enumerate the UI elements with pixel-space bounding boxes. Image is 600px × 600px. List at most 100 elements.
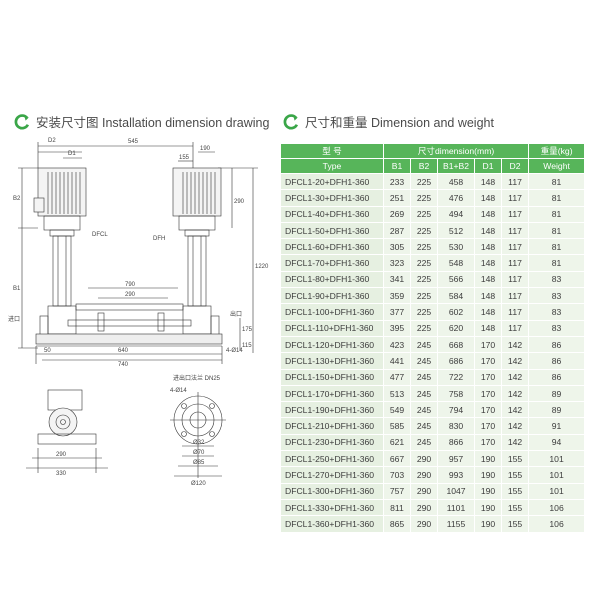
value-cell: 290 [410, 482, 438, 500]
value-cell: 548 [437, 254, 475, 272]
value-cell: 794 [437, 401, 475, 419]
value-cell: 245 [410, 401, 438, 419]
header-dimension: 尺寸dimension(mm) [382, 143, 530, 159]
type-cell: DFCL1-170+DFH1-360 [280, 384, 384, 403]
value-cell: 233 [383, 172, 411, 191]
dim-label: 50 [44, 348, 51, 354]
dimension-weight-table: 型 号 尺寸dimension(mm) 重量(kg) Type B1 B2 B1… [280, 143, 586, 533]
value-cell: 494 [437, 205, 475, 223]
value-cell: 225 [410, 319, 438, 337]
value-cell: 530 [437, 238, 475, 256]
dim-label: 115 [242, 343, 252, 349]
value-cell: 86 [528, 352, 586, 370]
value-cell: 865 [383, 515, 411, 533]
value-cell: 101 [528, 482, 586, 500]
value-cell: 269 [383, 205, 411, 223]
header-weight-en: Weight [528, 158, 586, 174]
value-cell: 148 [474, 221, 502, 240]
value-cell: 190 [474, 482, 502, 500]
value-cell: 83 [528, 270, 586, 289]
dim-label: 740 [118, 362, 129, 368]
value-cell: 170 [474, 417, 502, 435]
dim-label: 290 [125, 292, 136, 298]
type-cell: DFCL1-230+DFH1-360 [280, 433, 384, 452]
type-cell: DFCL1-110+DFH1-360 [280, 319, 384, 337]
value-cell: 117 [500, 238, 530, 256]
dim-label: Ø70 [193, 450, 205, 456]
drawing-section-title-text: 安装尺寸图 Installation dimension drawing [36, 116, 270, 130]
value-cell: 142 [500, 417, 530, 435]
type-cell: DFCL1-300+DFH1-360 [280, 482, 384, 500]
dim-label: 1220 [255, 264, 269, 270]
value-cell: 190 [474, 450, 502, 468]
value-cell: 225 [410, 287, 438, 305]
value-cell: 170 [474, 401, 502, 419]
value-cell: 423 [383, 335, 411, 354]
value-cell: 117 [500, 189, 530, 207]
value-cell: 83 [528, 319, 586, 337]
value-cell: 155 [500, 466, 530, 484]
value-cell: 245 [410, 368, 438, 386]
table-section-title-text: 尺寸和重量 Dimension and weight [305, 116, 494, 130]
value-cell: 1101 [437, 498, 475, 517]
dim-label: D2 [48, 138, 56, 144]
value-cell: 245 [410, 352, 438, 370]
dim-label: 4-Ø14 [170, 388, 187, 394]
type-cell: DFCL1-20+DFH1-360 [280, 172, 384, 191]
value-cell: 142 [500, 352, 530, 370]
value-cell: 602 [437, 303, 475, 321]
installation-dimension-drawing: D2 D1 545 190 155 B2 B1 290 1220 DFCL DF… [8, 138, 269, 487]
header-d1: D1 [474, 158, 502, 174]
value-cell: 142 [500, 335, 530, 354]
table-subheader-row: Type B1 B2 B1+B2 D1 D2 Weight [280, 158, 586, 174]
header-model: 型 号 [280, 143, 384, 159]
type-cell: DFCL1-130+DFH1-360 [280, 352, 384, 370]
value-cell: 170 [474, 335, 502, 354]
type-cell: DFCL1-70+DFH1-360 [280, 254, 384, 272]
type-cell: DFCL1-30+DFH1-360 [280, 189, 384, 207]
value-cell: 142 [500, 368, 530, 386]
value-cell: 866 [437, 433, 475, 452]
value-cell: 245 [410, 433, 438, 452]
value-cell: 585 [383, 417, 411, 435]
value-cell: 101 [528, 450, 586, 468]
value-cell: 117 [500, 319, 530, 337]
value-cell: 89 [528, 384, 586, 403]
value-cell: 148 [474, 172, 502, 191]
value-cell: 957 [437, 450, 475, 468]
header-b2: B2 [410, 158, 438, 174]
value-cell: 148 [474, 254, 502, 272]
dim-label: 进口 [8, 315, 20, 323]
value-cell: 290 [410, 515, 438, 533]
type-cell: DFCL1-40+DFH1-360 [280, 205, 384, 223]
value-cell: 993 [437, 466, 475, 484]
value-cell: 359 [383, 287, 411, 305]
dim-label: Ø120 [191, 481, 206, 487]
type-cell: DFCL1-150+DFH1-360 [280, 368, 384, 386]
value-cell: 668 [437, 335, 475, 354]
value-cell: 170 [474, 368, 502, 386]
value-cell: 225 [410, 303, 438, 321]
value-cell: 584 [437, 287, 475, 305]
value-cell: 148 [474, 303, 502, 321]
dim-label: B2 [13, 196, 21, 202]
value-cell: 513 [383, 384, 411, 403]
value-cell: 148 [474, 319, 502, 337]
dim-label: 790 [125, 282, 136, 288]
value-cell: 81 [528, 172, 586, 191]
header-b1: B1 [383, 158, 411, 174]
dim-label: Ø32 [193, 440, 205, 446]
value-cell: 117 [500, 270, 530, 289]
dim-label: 330 [56, 471, 67, 477]
type-cell: DFCL1-250+DFH1-360 [280, 450, 384, 468]
type-cell: DFCL1-190+DFH1-360 [280, 401, 384, 419]
value-cell: 512 [437, 221, 475, 240]
dim-label: 290 [234, 199, 245, 205]
